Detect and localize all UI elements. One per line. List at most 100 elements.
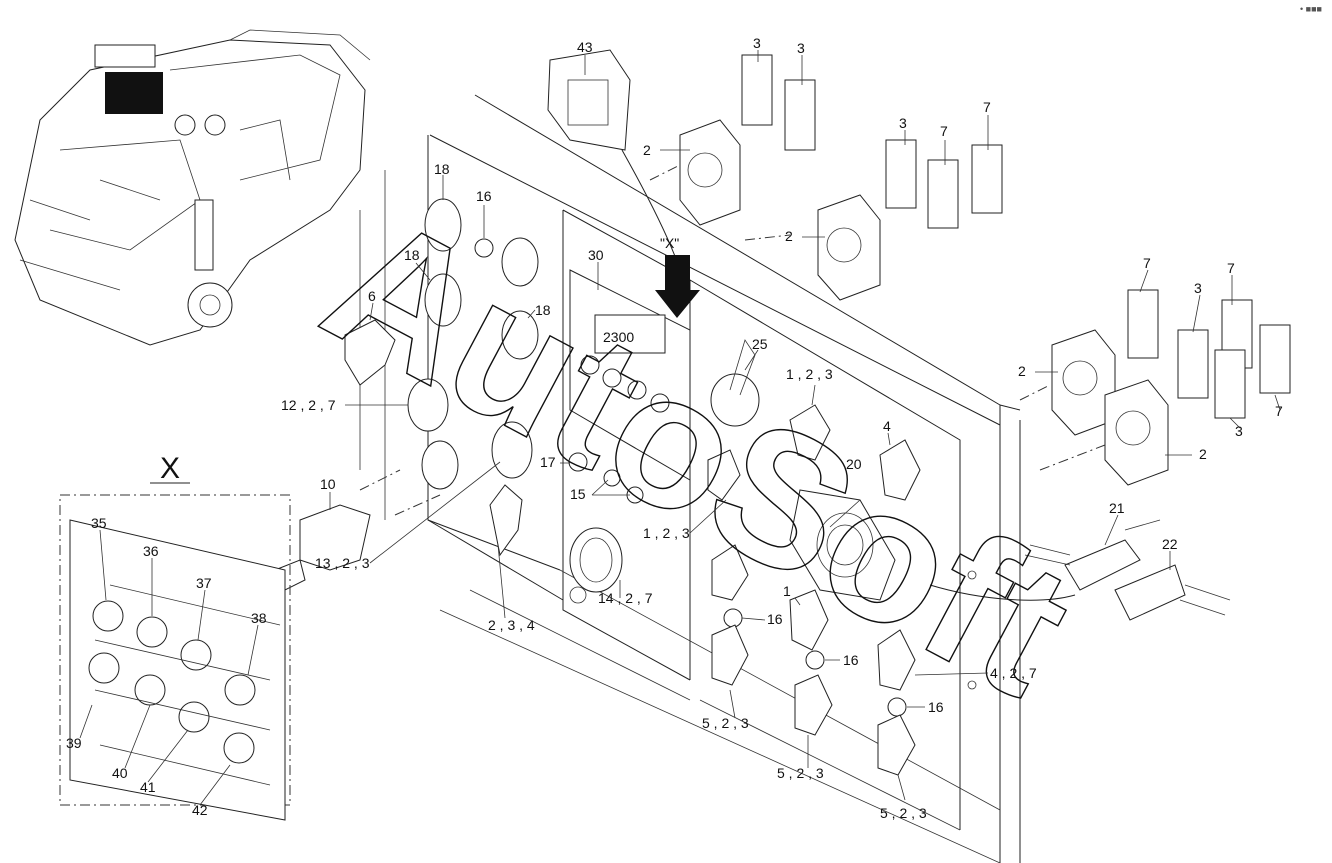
contact-block-7b	[971, 144, 1003, 214]
display-screen	[594, 314, 666, 354]
callout-37: 37	[196, 575, 212, 591]
selector-switch-1c	[789, 589, 829, 651]
contact-block-3e	[1214, 349, 1246, 419]
callout-2: 2	[785, 228, 793, 244]
selector-switch-5d	[877, 714, 916, 776]
lens-ring-18b	[424, 273, 462, 327]
callout-21: 21	[1109, 500, 1125, 516]
callout-4: 4	[883, 418, 891, 434]
callout-22: 22	[1162, 536, 1178, 552]
callout-7: 7	[940, 123, 948, 139]
right-module-components	[707, 339, 921, 776]
callout-18: 18	[434, 161, 450, 177]
contact-block-7e	[1259, 324, 1291, 394]
callout-43: 43	[577, 39, 593, 55]
control-panel-housing	[359, 94, 1021, 863]
callout-1-2-3: 1 , 2 , 3	[786, 366, 833, 382]
callout-18: 18	[535, 302, 551, 318]
detail-x-panel: X	[59, 452, 291, 821]
callout-7: 7	[1143, 255, 1151, 271]
engine-block-icon	[105, 72, 163, 114]
selector-switch-1b	[707, 449, 741, 501]
callout-5-2-3: 5 , 2 , 3	[880, 805, 927, 821]
indicator-lamp-13	[491, 421, 533, 479]
contact-block-3b	[784, 79, 816, 151]
selector-switch-1a	[789, 404, 831, 461]
connector-22	[1114, 564, 1186, 621]
view-x-arrow: "X"	[621, 149, 700, 318]
callout-16: 16	[767, 611, 783, 627]
selector-switch-6	[344, 319, 396, 386]
emergency-stop-14	[569, 527, 623, 593]
callout-1-2-3: 1 , 2 , 3	[643, 525, 690, 541]
callout-7: 7	[1227, 260, 1235, 276]
callout-3: 3	[899, 115, 907, 131]
callout-42: 42	[192, 802, 208, 818]
callout-3: 3	[797, 40, 805, 56]
callout-7: 7	[1275, 403, 1283, 419]
connector-21	[1064, 539, 1141, 591]
contact-block-7c	[1127, 289, 1159, 359]
arrow-down-icon	[655, 255, 700, 318]
callout-3: 3	[753, 35, 761, 51]
callout-2: 2	[1018, 363, 1026, 379]
callout-4-2-7: 4 , 2 , 7	[990, 665, 1037, 681]
bracket-43	[547, 49, 631, 151]
callout-2: 2	[643, 142, 651, 158]
callout-39: 39	[66, 735, 82, 751]
battery-icon	[88, 652, 120, 684]
washer-16c	[805, 650, 825, 670]
washer-16d	[887, 697, 907, 717]
drop-icon	[92, 600, 124, 632]
flag-icon	[224, 674, 256, 706]
callout-5-2-3: 5 , 2 , 3	[777, 765, 824, 781]
callout-2: 2	[1199, 446, 1207, 462]
corner-mark: • ■■■	[1300, 4, 1322, 14]
callout-14-2-7: 14 , 2 , 7	[598, 590, 653, 606]
selector-switch-4	[879, 439, 921, 501]
display-module: 2300	[568, 269, 691, 604]
filter-icon	[180, 639, 212, 671]
view-label: "X"	[660, 235, 679, 251]
contact-block-3d	[1177, 329, 1209, 399]
washer-16b	[723, 608, 743, 628]
selector-switch-5c	[794, 674, 833, 736]
assembly-lines	[359, 164, 1106, 516]
callout-41: 41	[140, 779, 156, 795]
oil-icon	[223, 732, 255, 764]
callout-40: 40	[112, 765, 128, 781]
callout-7: 7	[983, 99, 991, 115]
callout-2-3-4: 2 , 3 , 4	[488, 617, 535, 633]
lens-ring-18c	[501, 310, 539, 360]
callout-3: 3	[1194, 280, 1202, 296]
callout-13-2-3: 13 , 2 , 3	[315, 555, 370, 571]
callout-16: 16	[843, 652, 859, 668]
blank-lamp-icon	[136, 616, 168, 648]
callout-25: 25	[752, 336, 768, 352]
fuel-icon	[178, 701, 210, 733]
callout-38: 38	[251, 610, 267, 626]
callout-1: 1	[783, 583, 791, 599]
lamp-17	[568, 452, 588, 472]
contact-holder-2b	[817, 194, 881, 301]
machine-illustration	[14, 29, 371, 346]
callout-labels: 43 3 3 2 3 7 7 2 7 7 3 2 7 3 2 18 16 18 …	[66, 35, 1283, 821]
contact-block-7a	[927, 159, 959, 229]
callout-36: 36	[143, 543, 159, 559]
selector-switch-4b	[877, 629, 916, 691]
callout-12-2-7: 12 , 2 , 7	[281, 397, 336, 413]
callout-18: 18	[404, 247, 420, 263]
leader-lines	[79, 50, 1281, 806]
detail-title: X	[160, 452, 180, 485]
display-readout: 2300	[603, 329, 634, 345]
contact-block-3a	[741, 54, 773, 126]
callout-10: 10	[320, 476, 336, 492]
callout-5-2-3: 5 , 2 , 3	[702, 715, 749, 731]
selector-switch-2	[489, 484, 523, 557]
washer-16	[474, 238, 494, 258]
selector-switch-5a	[711, 544, 749, 601]
selector-switch-5b	[711, 624, 749, 686]
wheel-icon	[187, 282, 233, 328]
callout-6: 6	[368, 288, 376, 304]
